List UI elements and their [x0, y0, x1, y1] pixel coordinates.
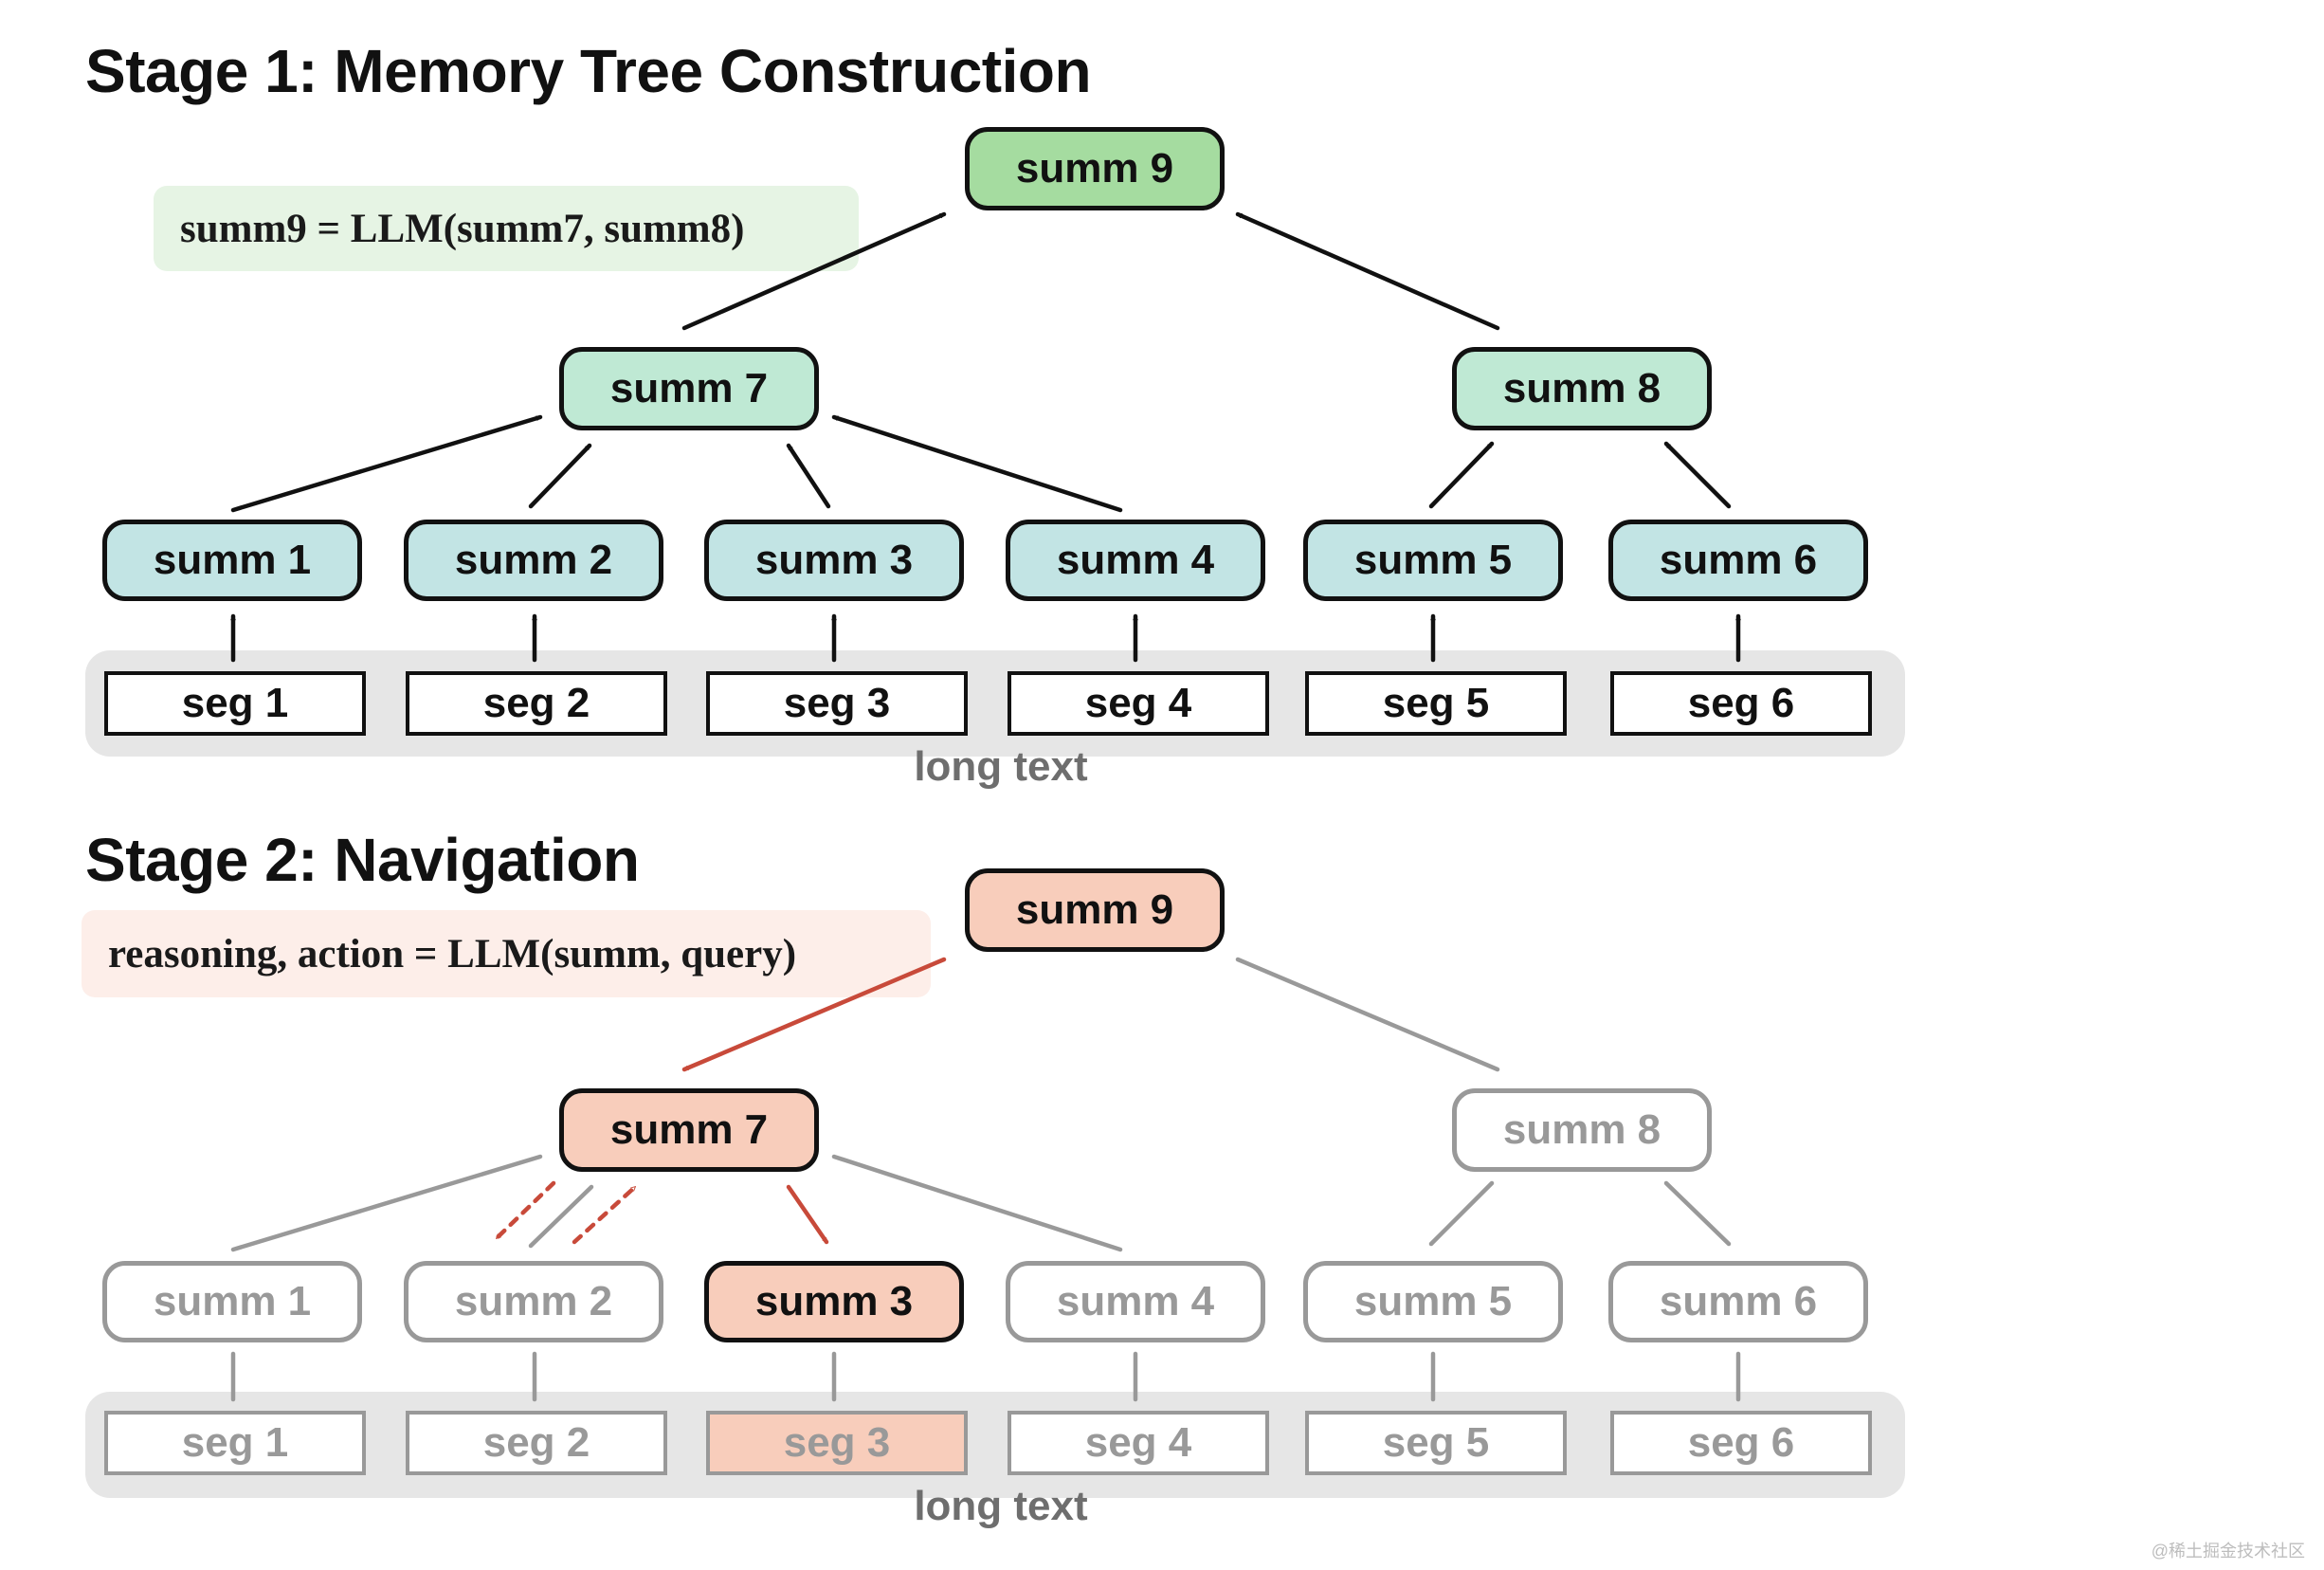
stage1-title: Stage 1: Memory Tree Construction	[85, 37, 1092, 105]
stage1-summ6-node: summ 6	[1608, 520, 1868, 601]
edge-summ1-to-summ7	[230, 414, 543, 513]
nav-dashed-summ7-to-summ2	[494, 1180, 556, 1241]
stage1-summ1-node: summ 1	[102, 520, 362, 601]
edge-summ9-summ8-inactive	[1235, 957, 1500, 1072]
stage1-summ2-node: summ 2	[404, 520, 663, 601]
stage2-summ3-node: summ 3	[704, 1261, 964, 1342]
stage2-long-text-background	[85, 1392, 1905, 1498]
stage2-summ8-node: summ 8	[1452, 1088, 1712, 1172]
nav-dashed-summ2-to-summ7	[572, 1184, 638, 1245]
stage1-summ5-node: summ 5	[1303, 520, 1563, 601]
edge-summ4-to-summ7	[831, 414, 1123, 513]
stage2-formula: reasoning, action = LLM(summ, query)	[82, 910, 931, 997]
stage1-summ3-node: summ 3	[704, 520, 964, 601]
stage1-long-text-background	[85, 650, 1905, 757]
stage2-summ9-node: summ 9	[965, 868, 1225, 952]
edge-summ2-to-summ7	[528, 443, 592, 509]
nav-arrow-summ7-to-summ3	[786, 1184, 829, 1245]
stage2-seg4-box: seg 4	[1008, 1411, 1269, 1475]
stage2-seg6-box: seg 6	[1610, 1411, 1872, 1475]
stage2-summ6-node: summ 6	[1608, 1261, 1868, 1342]
edge-summ7-summ2-inactive	[528, 1184, 594, 1249]
stage1-long-text-label: long text	[914, 743, 1088, 790]
stage2-seg3-box-selected: seg 3	[706, 1411, 968, 1475]
stage2-title: Stage 2: Navigation	[85, 826, 640, 894]
stage1-formula: summ9 = LLM(summ7, summ8)	[154, 186, 859, 271]
stage2-summ2-node: summ 2	[404, 1261, 663, 1342]
stage1-seg2-box: seg 2	[406, 671, 667, 736]
stage1-seg1-box: seg 1	[104, 671, 366, 736]
stage2-summ7-node: summ 7	[559, 1088, 819, 1172]
stage2-seg1-box: seg 1	[104, 1411, 366, 1475]
edge-summ7-summ4-inactive	[831, 1154, 1123, 1252]
nav-arrow-summ9-to-summ7	[681, 957, 947, 1072]
edge-summ8-to-summ9	[1235, 211, 1500, 331]
stage1-summ4-node: summ 4	[1006, 520, 1265, 601]
edge-summ7-to-summ9	[681, 211, 947, 331]
stage2-seg2-box: seg 2	[406, 1411, 667, 1475]
stage1-seg6-box: seg 6	[1610, 671, 1872, 736]
edge-summ8-summ5-inactive	[1428, 1180, 1495, 1247]
stage1-summ8-node: summ 8	[1452, 347, 1712, 430]
stage1-summ7-node: summ 7	[559, 347, 819, 430]
stage2-summ5-node: summ 5	[1303, 1261, 1563, 1342]
stage2-long-text-label: long text	[914, 1483, 1088, 1529]
stage1-seg4-box: seg 4	[1008, 671, 1269, 736]
stage1-summ9-node: summ 9	[965, 127, 1225, 210]
edge-summ3-to-summ7	[786, 443, 831, 509]
edge-summ8-summ6-inactive	[1663, 1180, 1732, 1247]
stage2-summ4-node: summ 4	[1006, 1261, 1265, 1342]
stage1-seg5-box: seg 5	[1305, 671, 1567, 736]
stage1-seg3-box: seg 3	[706, 671, 968, 736]
edge-summ5-to-summ8	[1428, 441, 1495, 509]
edge-summ6-to-summ8	[1663, 441, 1732, 509]
watermark: @稀土掘金技术社区	[2151, 1542, 2305, 1561]
stage2-seg5-box: seg 5	[1305, 1411, 1567, 1475]
edge-summ7-summ1-inactive	[230, 1154, 543, 1252]
stage2-summ1-node: summ 1	[102, 1261, 362, 1342]
